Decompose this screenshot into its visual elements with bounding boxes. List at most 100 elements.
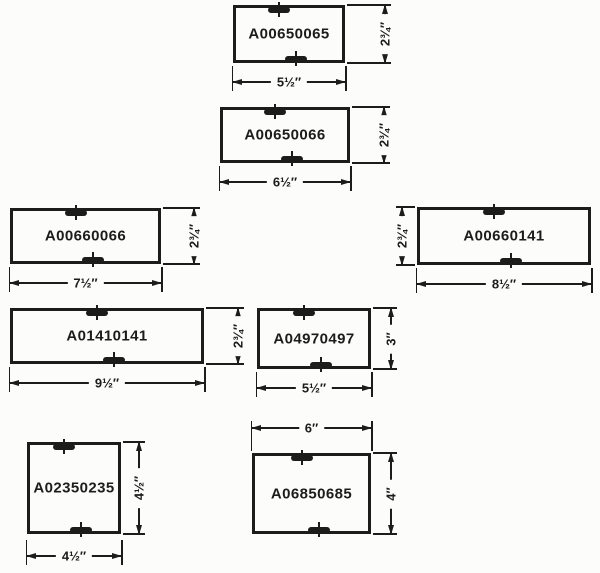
arrowhead-up [135,441,142,451]
tab-centerline-tick [113,352,115,367]
arrowhead-left [256,384,266,391]
arrowhead-left [26,552,36,559]
extension-line [206,363,244,365]
tab-centerline-tick [493,204,495,219]
arrowhead-up [234,307,241,317]
height-value: 2¾″ [376,114,392,156]
arrowhead-right [112,552,122,559]
height-value: 2¾″ [377,13,393,55]
arrowhead-down [190,255,197,265]
panel-a01410141: A01410141 9½″ 2¾″ [8,305,246,392]
arrowhead-left [9,279,19,286]
height-value: 4″ [383,478,399,509]
mounting-tab-top [53,439,75,454]
arrowhead-right [152,279,162,286]
mounting-tab-bottom [103,352,125,367]
tab-centerline-tick [317,522,320,537]
width-value: 5½″ [270,74,308,90]
part-number: A04970497 [273,330,355,347]
arrowhead-up [387,452,394,462]
height-value: 2¾″ [394,215,410,257]
extension-line [123,533,145,535]
part-outline: A02350235 [27,439,121,537]
extension-line [373,368,397,370]
tab-centerline-tick [96,305,98,320]
width-value: 5½″ [295,380,333,396]
arrowhead-down [381,54,388,64]
width-value: 4½″ [55,548,93,564]
mounting-tab-bottom [310,357,332,372]
mounting-tab-bottom [70,522,92,537]
arrowhead-up [387,307,394,317]
part-outline: A00650066 [220,104,350,166]
tab-centerline-tick [300,450,303,465]
mounting-tab-bottom [281,151,303,166]
extension-line [373,307,397,309]
part-outline: A00660066 [10,205,161,267]
mounting-tab-bottom [307,522,330,537]
part-outline: A01410141 [10,305,204,367]
height-value: 2¾″ [230,315,246,357]
mounting-tab-top [268,2,290,17]
arrowhead-left [232,78,242,85]
panel-a04970497: A04970497 5½″ 3″ [255,305,399,397]
arrowhead-down [380,154,387,164]
part-number: A01410141 [66,327,148,345]
panel-a00650066: A00650066 6½″ 2¾″ [218,104,392,191]
width-value: 7½″ [67,275,104,291]
part-outline: A06850685 [252,450,371,537]
part-number: A02350235 [33,479,115,497]
extension-line [163,263,200,265]
tab-centerline-tick [278,2,280,17]
part-outline: A00650065 [233,2,345,66]
arrowhead-up [380,106,387,116]
mounting-tab-bottom [500,253,522,268]
extension-line [163,207,200,209]
height-value: 3″ [383,323,399,354]
arrowhead-up [398,206,405,216]
panel-a00660066: A00660066 7½″ 2¾″ [8,205,202,292]
mounting-tab-top [264,104,286,119]
tab-centerline-tick [80,522,82,537]
extension-line [123,441,145,443]
tab-centerline-tick [303,305,305,320]
part-outline: A00660141 [417,204,591,268]
width-value: 6½″ [266,174,304,190]
extension-line [352,162,390,164]
arrowhead-right [582,280,592,287]
tab-centerline-tick [291,151,293,166]
panel-a00660141: A00660141 8½″ 2¾″ [394,204,593,293]
arrowhead-right [362,384,372,391]
mounting-tab-bottom [81,252,104,267]
part-number: A00650065 [248,25,330,43]
arrowhead-down [387,525,394,535]
mounting-tab-top [64,205,87,220]
part-outline: A04970497 [257,305,371,372]
panel-a00650065: A00650065 5½″ 2¾″ [231,2,393,91]
arrowhead-down [234,355,241,365]
arrowhead-left [219,178,229,185]
extension-line [373,452,397,454]
extension-line [373,533,397,535]
arrowhead-down [398,256,405,266]
part-number: A06850685 [270,485,353,502]
part-number: A00650066 [244,126,326,144]
mounting-tab-bottom [285,51,307,66]
part-number: A00660066 [44,227,127,245]
extension-line [347,62,391,64]
arrowhead-left [416,280,426,287]
arrowhead-up [381,4,388,14]
tab-centerline-tick [320,357,322,372]
mounting-tab-top [86,305,108,320]
tab-centerline-tick [295,51,297,66]
part-number: A00660141 [463,227,545,245]
extension-line [371,421,373,451]
arrowhead-down [387,360,394,370]
mounting-tab-top [290,450,313,465]
panel-a06850685: A06850685 6″ 4″ [250,420,399,537]
width-value: 8½″ [485,276,523,292]
arrowhead-left [9,379,19,386]
tab-centerline-tick [74,205,77,220]
tab-centerline-tick [91,252,94,267]
width-value: 6″ [298,420,325,436]
